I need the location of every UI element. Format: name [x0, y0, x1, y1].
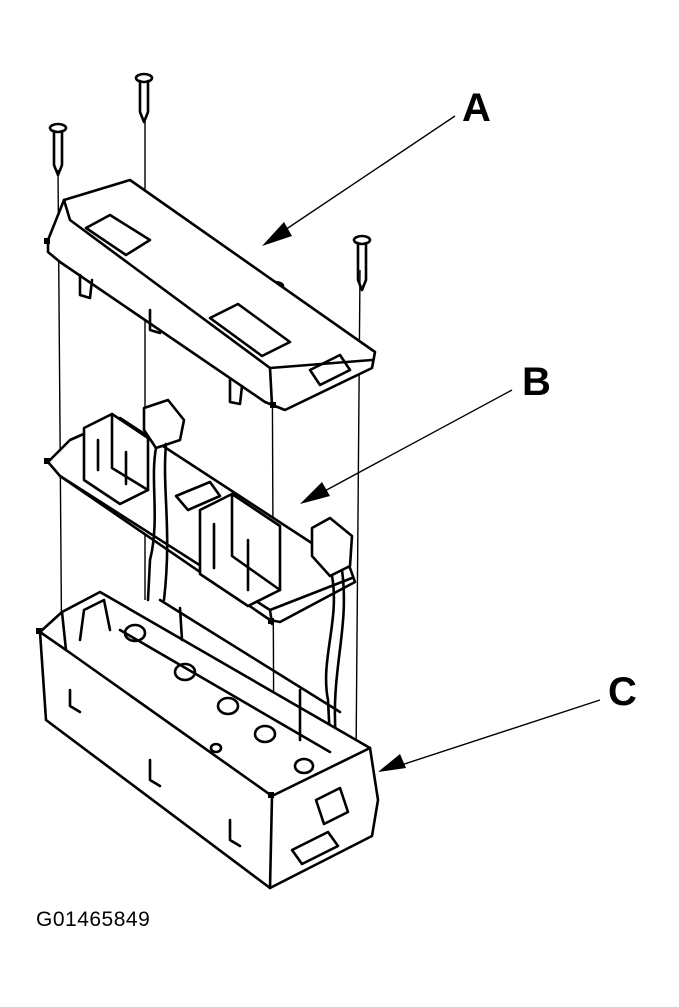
- part-b-board: [44, 398, 357, 742]
- part-c-housing: [36, 590, 380, 890]
- callout-label-b: B: [522, 360, 551, 404]
- arrow-b: [300, 389, 513, 504]
- arrow-a: [262, 115, 456, 246]
- arrow-c: [378, 699, 601, 772]
- callout-arrows: [262, 115, 601, 772]
- screw-3: [352, 234, 372, 292]
- callout-label-a: A: [462, 86, 491, 130]
- callout-label-c: C: [608, 670, 637, 714]
- figure-id: G01465849: [36, 908, 151, 931]
- screw-1: [48, 122, 68, 177]
- part-a-cover: [44, 178, 377, 412]
- screw-2: [134, 72, 154, 124]
